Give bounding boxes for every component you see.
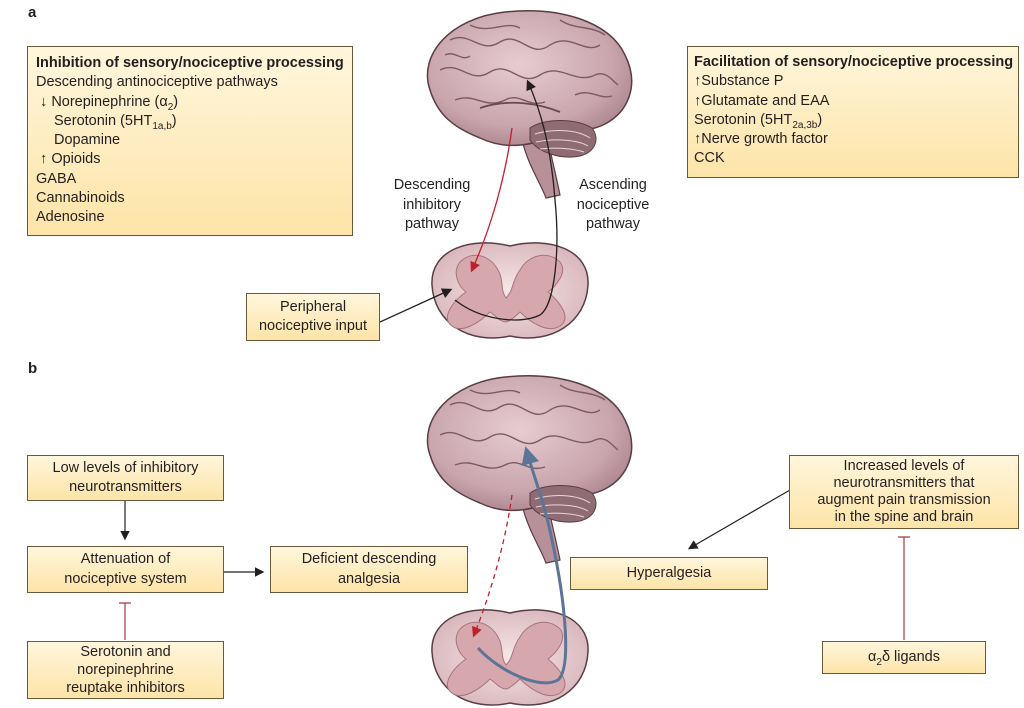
substance-p-row: ↑Substance P — [694, 73, 784, 90]
inhibition-box: Inhibition of sensory/nociceptive proces… — [27, 46, 353, 236]
norepinephrine-row: ↓ Norepinephrine (α2) — [40, 93, 179, 113]
hyperalgesia-box: Hyperalgesia — [570, 557, 768, 590]
glutamate-row: ↑Glutamate and EAA — [694, 92, 830, 109]
down-arrow-icon: ↓ — [40, 93, 48, 110]
ascending-pathway-arrow — [454, 79, 558, 321]
alpha2delta-ligands-box: α2δ ligands — [822, 641, 986, 674]
peripheral-input-arrow — [379, 288, 453, 323]
up-arrow-icon: ↑ — [694, 92, 702, 109]
deficient-analgesia-box: Deficient descending analgesia — [270, 546, 468, 593]
ligands-inhibition-line — [898, 536, 910, 640]
amplified-ascending-pathway-arrow — [476, 446, 568, 685]
up-arrow-icon: ↑ — [694, 73, 702, 90]
increased-levels-box: Increased levels of neurotransmitters th… — [789, 455, 1019, 529]
ngf-row: ↑Nerve growth factor — [694, 131, 828, 148]
panel-a-label: a — [28, 4, 37, 21]
gaba-row: GABA — [36, 170, 77, 187]
brain-b-illustration — [426, 375, 633, 564]
facilitation-box: Facilitation of sensory/nociceptive proc… — [687, 46, 1019, 178]
descending-pathway-arrow — [470, 127, 513, 273]
spinal-cord-a-illustration — [431, 242, 589, 339]
inhibition-title: Inhibition of sensory/nociceptive proces… — [36, 55, 344, 71]
weak-descending-pathway-arrow — [472, 494, 513, 638]
attenuation-box: Attenuation of nociceptive system — [27, 546, 224, 593]
descending-pathway-label: Descending inhibitory pathway — [393, 177, 471, 232]
up-arrow-icon: ↑ — [40, 151, 48, 168]
descending-antinociceptive: Descending antinociceptive pathways — [36, 74, 278, 91]
peripheral-input-box: Peripheral nociceptive input — [246, 293, 380, 341]
serotonin-2-row: Serotonin (5HT2a,3b) — [694, 111, 823, 131]
low-levels-box: Low levels of inhibitory neurotransmitte… — [27, 455, 224, 501]
panel-b-label: b — [28, 360, 38, 377]
ascending-pathway-label: Ascending nociceptive pathway — [576, 177, 650, 232]
adenosine-row: Adenosine — [36, 209, 105, 226]
opioids-row: ↑ Opioids — [40, 151, 101, 168]
cck-row: CCK — [694, 150, 725, 167]
up-arrow-icon: ↑ — [694, 131, 702, 148]
increased-to-hyperalgesia-arrow — [687, 489, 791, 550]
reuptake-inhibitors-box: Serotonin and norepinephrine reuptake in… — [27, 641, 224, 699]
cannabinoids-row: Cannabinoids — [36, 190, 125, 207]
dopamine-row: Dopamine — [54, 132, 121, 149]
facilitation-title: Facilitation of sensory/nociceptive proc… — [694, 54, 1014, 70]
reuptake-inhibition-line — [119, 602, 131, 640]
brain-a-illustration — [426, 10, 633, 199]
serotonin-row: Serotonin (5HT1a,b) — [54, 112, 177, 132]
spinal-cord-b-illustration — [431, 609, 589, 706]
